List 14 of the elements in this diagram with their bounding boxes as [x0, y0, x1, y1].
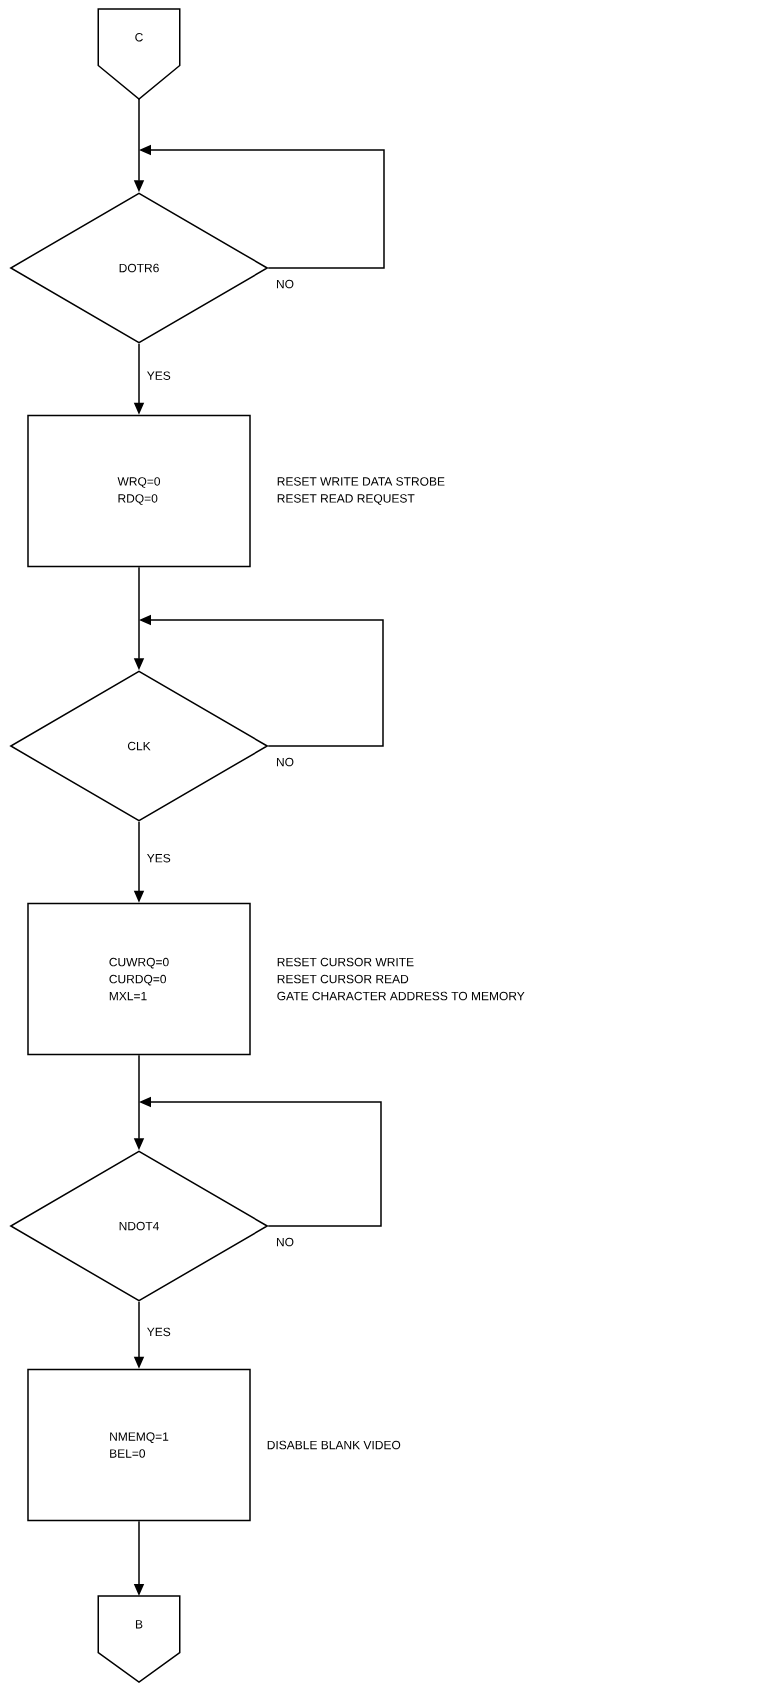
process-box: CUWRQ=0 CURDQ=0 MXL=1: [27, 902, 251, 1056]
off-page-connector: B: [97, 1595, 181, 1683]
edge-label: NO: [275, 1236, 295, 1248]
annotation-text: DISABLE BLANK VIDEO: [267, 1440, 401, 1450]
off-page-connector: C: [97, 8, 181, 100]
edge-label: NO: [275, 756, 295, 768]
edge-label: YES: [145, 370, 172, 381]
annotation-text: RESET CURSOR WRITE RESET CURSOR READ GATE CHARACTER ADDRESS TO MEMORY: [277, 957, 525, 1001]
annotation-text: RESET WRITE DATA STROBE RESET READ REQUEST: [277, 477, 445, 505]
process-box: NMEMQ=1 BEL=0: [27, 1368, 251, 1522]
edge-label: NO: [275, 278, 295, 290]
process-box: WRQ=0 RDQ=0: [27, 414, 251, 568]
edge-label: YES: [145, 1326, 172, 1338]
edge-label: YES: [145, 852, 172, 864]
